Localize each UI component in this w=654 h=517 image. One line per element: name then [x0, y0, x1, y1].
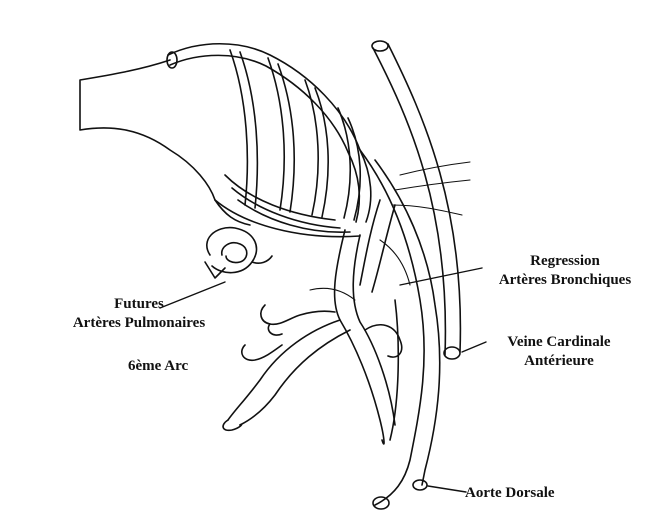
pulmonary-arteries	[223, 200, 402, 444]
label-veine-cardinale-anterieure: Veine Cardinale Antérieure	[484, 333, 634, 371]
leader-veine	[462, 342, 486, 352]
label-regression-line1: Regression	[480, 252, 650, 271]
pharyngeal-mass	[80, 60, 250, 225]
label-aorte-dorsale: Aorte Dorsale	[465, 484, 555, 503]
leader-aorte	[428, 486, 466, 492]
label-regression-line2: Artères Bronchiques	[480, 271, 650, 290]
label-futures-line1: Futures	[54, 295, 224, 314]
label-futures-arteres-pulmonaires: Futures Artères Pulmonaires	[54, 295, 224, 333]
dorsal-aorta	[360, 150, 440, 509]
label-veine-line1: Veine Cardinale	[484, 333, 634, 352]
leader-regression	[400, 268, 482, 285]
label-futures-line2: Artères Pulmonaires	[54, 314, 224, 333]
label-6eme-arc: 6ème Arc	[128, 357, 188, 376]
heart-curl	[205, 228, 272, 278]
label-regression-arteres-bronchiques: Regression Artères Bronchiques	[480, 252, 650, 290]
aortic-arches	[167, 44, 371, 237]
cardinal-vein	[372, 41, 460, 359]
label-veine-line2: Antérieure	[484, 352, 634, 371]
